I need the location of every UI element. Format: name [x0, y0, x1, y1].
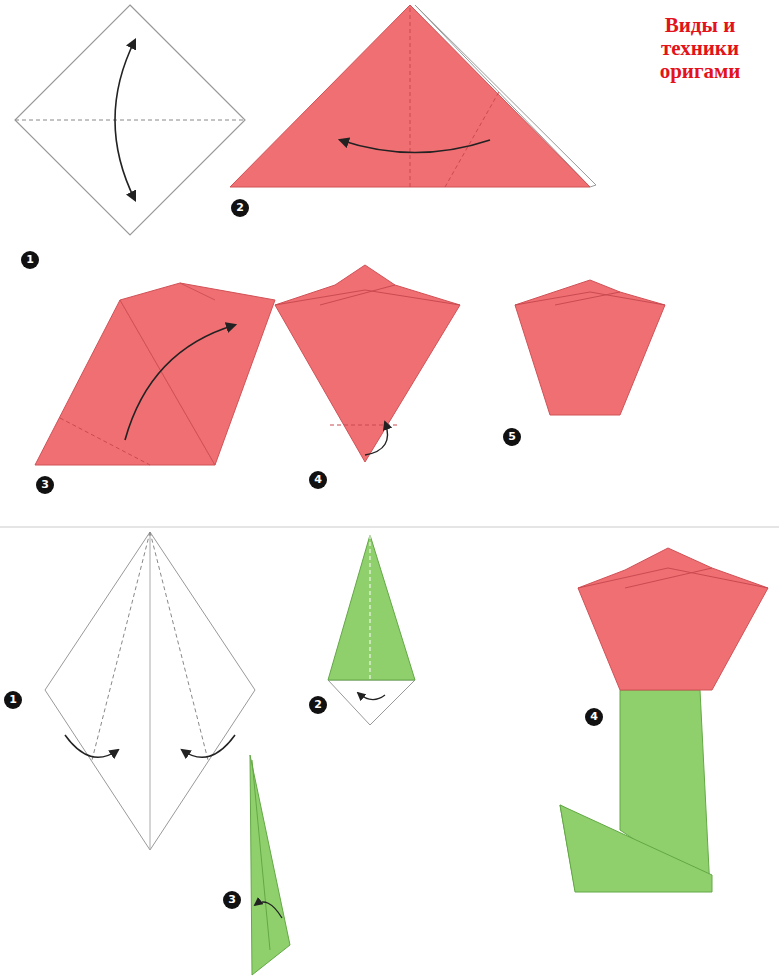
callout-number: 1 — [21, 251, 39, 269]
finished-tulip — [560, 548, 768, 892]
callout-number: 2 — [231, 199, 249, 217]
callout-number: 1 — [4, 691, 22, 709]
callout-number: 4 — [585, 708, 603, 726]
callout-number: 3 — [223, 891, 241, 909]
step-square — [15, 5, 245, 235]
step-fold-two — [275, 265, 460, 462]
step-triangle — [230, 5, 596, 187]
page-title: Виды и техники оригами — [636, 14, 764, 83]
step-tulip-head — [515, 280, 665, 415]
step-stem-square — [45, 532, 255, 850]
step-fold-one — [35, 283, 275, 465]
callout-number: 5 — [503, 428, 521, 446]
callout-number: 3 — [36, 476, 54, 494]
callout-number: 2 — [309, 696, 327, 714]
step-stem-folded — [250, 755, 290, 975]
step-stem-kite — [328, 535, 415, 725]
callout-number: 4 — [309, 471, 327, 489]
